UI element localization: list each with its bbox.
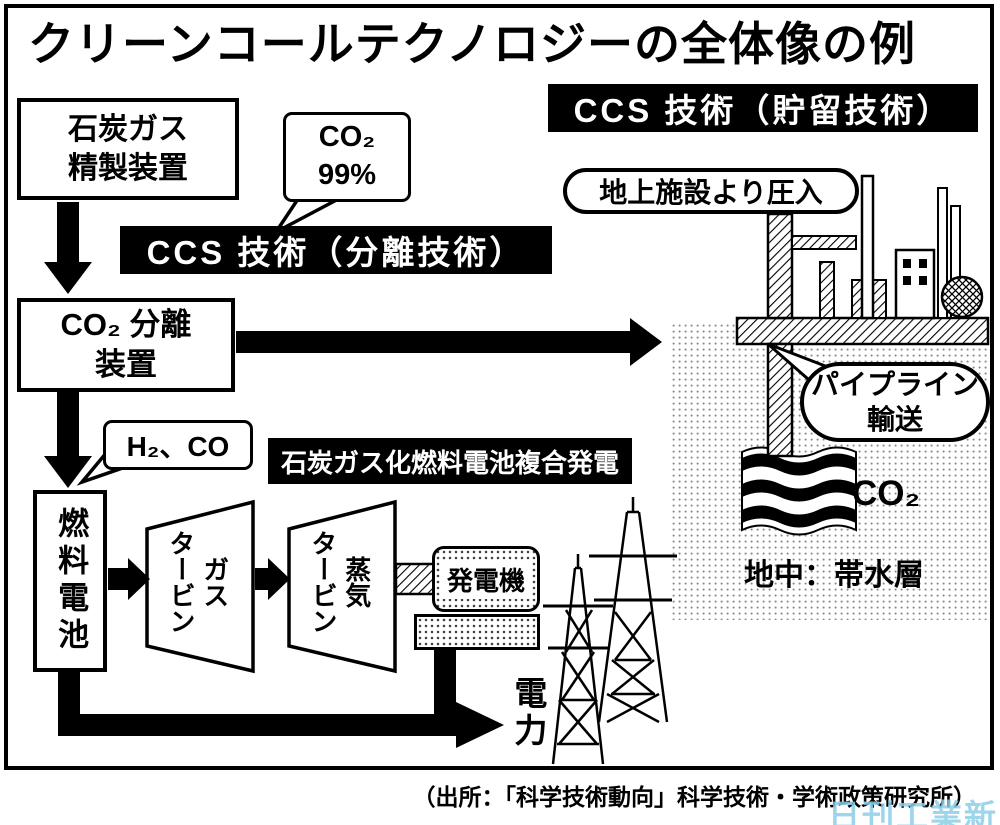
transmission-towers	[543, 497, 677, 765]
tower-1-arms	[543, 604, 613, 650]
fuel-cell-box: 燃料電池	[33, 490, 107, 672]
gas-turbine-label: ガス タービン	[166, 530, 230, 634]
chimney-icon	[937, 187, 948, 319]
tower-2-lattice	[606, 611, 660, 724]
turbine-shapes	[145, 499, 436, 674]
co2-separator-box: CO₂ 分離 装置	[17, 298, 235, 392]
tower-2-arms	[589, 554, 677, 602]
coal-gas-refiner-box: 石炭ガス 精製装置	[17, 98, 239, 200]
generator-pedestal	[414, 614, 540, 650]
tower-2-frame	[597, 497, 669, 723]
gas-tank-sphere-icon	[940, 275, 984, 319]
generator-label: 発電機	[440, 559, 531, 599]
power-label: 電力	[509, 676, 547, 750]
stratum-band-1	[742, 453, 856, 476]
chimney-icon-2	[950, 205, 961, 319]
injection-tower	[766, 212, 794, 320]
steam-turbine-shape	[287, 499, 397, 674]
steam-turbine-label: 蒸気 タービン	[308, 530, 372, 634]
h2-co-bubble: H₂、CO	[103, 420, 253, 470]
chimney-tall-icon	[860, 174, 875, 320]
aquifer-label: 地中：帯水層	[744, 559, 924, 592]
surface-pipe	[791, 235, 857, 250]
power-line-generator-drop	[434, 650, 456, 736]
ground-surface	[735, 316, 990, 346]
tower-1-lattice	[557, 609, 599, 746]
arrow-separator-to-storage-icon	[236, 318, 662, 366]
newspaper-watermark: 日刊工業新聞	[828, 798, 999, 825]
arrow-separator-to-fuelcell-icon	[44, 392, 92, 488]
pipeline-transport-label: パイプライン 輸送	[800, 362, 990, 442]
tower-1-frame	[551, 554, 605, 765]
ccs-storage-banner: CCS 技術（貯留技術）	[548, 84, 978, 132]
arrow-gas-to-steam-icon	[255, 558, 290, 600]
stratum-band-2	[742, 479, 856, 502]
injection-label: 地上施設より圧入	[563, 168, 859, 214]
co2-underground-label: CO₂	[852, 474, 921, 513]
igfc-banner: 石炭ガス化燃料電池複合発電	[268, 438, 632, 484]
power-line-horizontal	[58, 714, 456, 736]
power-arrow-head-icon	[456, 702, 504, 748]
source-caption: （出所：「科学技術動向」科学技術・学術政策研究所）	[412, 784, 977, 810]
generator-shaft	[394, 562, 436, 596]
factory-building	[894, 248, 936, 320]
arrow-refiner-to-separator-icon	[44, 202, 92, 294]
flow-arrows	[44, 202, 662, 748]
co2-purity-bubble: CO₂ 99%	[283, 112, 411, 202]
arrow-fuelcell-to-gasturbine-icon	[108, 558, 150, 600]
ccs-separation-banner: CCS 技術（分離技術）	[120, 226, 552, 274]
gas-turbine-shape	[145, 499, 255, 674]
page-title: クリーンコールテクノロジーの全体像の例	[28, 18, 916, 70]
small-mast	[819, 261, 835, 319]
generator-box: 発電機	[432, 546, 540, 612]
stratum-band-3	[742, 505, 856, 528]
factory-windows	[903, 259, 927, 285]
